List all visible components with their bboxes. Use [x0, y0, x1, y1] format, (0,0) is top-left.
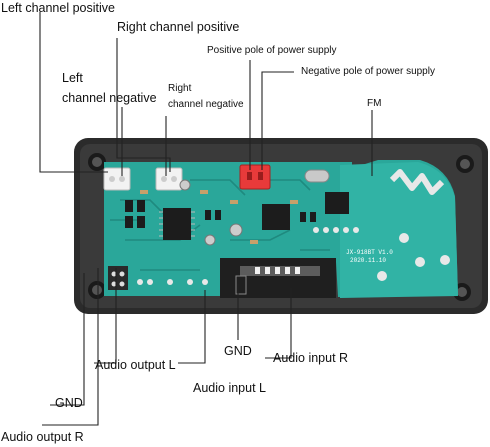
label-left-channel-negative-line1: Left: [62, 71, 83, 86]
label-gnd-left: GND: [55, 396, 83, 411]
label-left-channel-negative-line2: channel negative: [62, 91, 157, 106]
label-audio-output-r: Audio output R: [1, 430, 84, 445]
label-gnd-middle: GND: [224, 344, 252, 359]
label-audio-input-l: Audio input L: [193, 381, 266, 396]
label-audio-output-l: Audio output L: [95, 358, 176, 373]
label-right-channel-positive: Right channel positive: [117, 20, 239, 35]
label-right-channel-negative-line2: channel negative: [168, 99, 244, 111]
decoder-ic: [262, 204, 290, 230]
bluetooth-ic: [325, 192, 349, 214]
label-fm: FM: [367, 98, 381, 110]
label-power-positive: Positive pole of power supply: [207, 45, 337, 57]
label-power-negative: Negative pole of power supply: [301, 66, 435, 78]
amplifier-ic: [163, 208, 191, 240]
power-connector: [240, 165, 270, 189]
input-connector: [108, 266, 128, 290]
label-right-channel-negative-line1: Right: [168, 83, 191, 95]
crystal: [305, 170, 329, 182]
label-left-channel-positive: Left channel positive: [1, 1, 115, 16]
label-audio-input-r: Audio input R: [273, 351, 348, 366]
